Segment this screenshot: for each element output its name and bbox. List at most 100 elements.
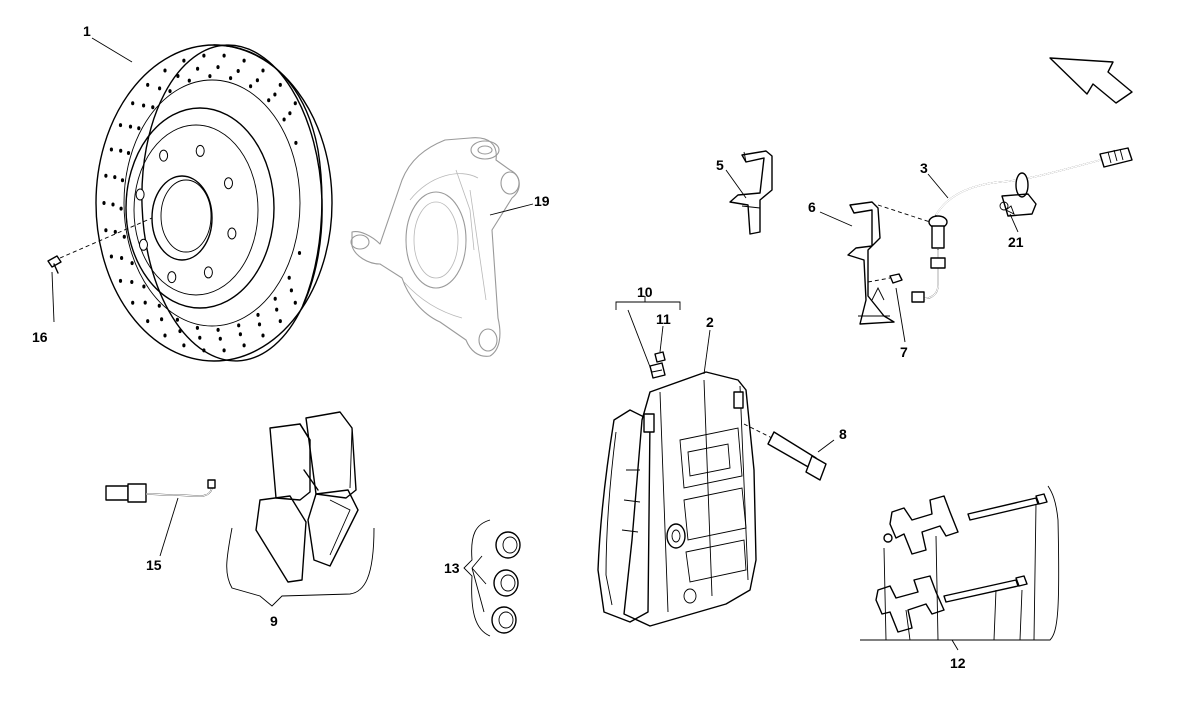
drill-hole	[163, 333, 167, 338]
drill-hole	[256, 312, 260, 317]
drill-hole	[118, 278, 123, 283]
drill-hole	[160, 317, 164, 322]
disc-drill-holes	[102, 53, 302, 353]
drill-hole	[287, 275, 291, 280]
drill-hole	[275, 307, 279, 312]
callout-3: 3	[920, 160, 928, 176]
drill-hole	[222, 348, 226, 353]
drill-hole	[163, 68, 167, 73]
callout-21: 21	[1008, 234, 1024, 250]
drill-hole	[182, 58, 186, 63]
drill-hole	[288, 111, 292, 116]
callout-1: 1	[83, 23, 91, 39]
drill-hole	[146, 319, 150, 324]
drill-hole	[118, 123, 123, 128]
drill-hole	[242, 58, 246, 63]
drill-hole	[237, 323, 241, 328]
drill-hole	[293, 300, 297, 305]
bracket-large	[847, 201, 895, 325]
drill-hole	[236, 69, 240, 73]
drill-hole	[120, 178, 125, 183]
brake-disc	[95, 44, 333, 362]
drill-hole	[130, 261, 134, 266]
hose-bolt	[867, 273, 903, 284]
drill-hole	[151, 105, 155, 110]
drill-hole	[130, 280, 134, 284]
drill-hole	[168, 89, 172, 94]
callout-15: 15	[146, 557, 162, 573]
hub-bolt-hole	[224, 177, 233, 190]
drill-hole	[278, 319, 282, 324]
drill-hole	[113, 229, 117, 234]
drill-hole	[109, 254, 113, 259]
hub-bolt-hole	[167, 271, 177, 284]
drill-hole	[289, 288, 293, 293]
pad-springs-pins	[875, 493, 1048, 633]
callout-12: 12	[950, 655, 966, 671]
arrow-icon	[1049, 57, 1133, 104]
drill-hole	[126, 151, 131, 155]
drill-hole	[294, 140, 298, 145]
drill-hole	[208, 74, 212, 79]
callout-11: 11	[656, 311, 671, 327]
drill-hole	[202, 53, 206, 58]
drill-hole	[216, 65, 220, 70]
caliper-bolt	[743, 423, 827, 481]
bleed-screw	[649, 351, 666, 379]
hub-bolt-hole	[195, 144, 205, 157]
pad-wear-sensor	[105, 479, 216, 503]
drill-hole	[111, 202, 115, 207]
drill-hole	[202, 348, 206, 353]
drill-hole	[131, 101, 135, 106]
callout-5: 5	[716, 157, 724, 173]
drill-hole	[187, 78, 191, 83]
callout-2: 2	[706, 314, 714, 330]
drill-hole	[119, 148, 123, 153]
drill-hole	[261, 68, 265, 73]
drill-hole	[142, 284, 146, 289]
drill-hole	[104, 173, 108, 178]
hub-bolt-holes	[135, 144, 237, 284]
drill-hole	[122, 234, 126, 239]
drill-hole	[109, 147, 113, 152]
drill-hole	[176, 74, 180, 78]
hub-bolt-hole	[227, 227, 237, 240]
drill-hole	[146, 82, 150, 87]
drill-hole	[222, 53, 226, 58]
hub-carrier	[350, 137, 520, 357]
drill-hole	[229, 76, 233, 81]
drill-hole	[278, 82, 282, 87]
drill-hole	[238, 332, 242, 337]
brake-caliper	[597, 371, 757, 627]
drill-hole	[255, 78, 259, 83]
drill-hole	[297, 251, 302, 255]
hub-bolt-hole	[203, 266, 213, 279]
brake-hose	[911, 147, 1133, 303]
drill-hole	[293, 101, 297, 106]
drill-hole	[131, 300, 135, 305]
brake-pads	[255, 411, 359, 583]
callout-9: 9	[270, 613, 278, 629]
seal-rings	[491, 531, 521, 634]
drill-hole	[249, 84, 253, 89]
drill-hole	[218, 336, 222, 341]
callout-8: 8	[839, 426, 847, 442]
hub-bolt-hole	[135, 188, 145, 201]
leader-lines	[51, 37, 1060, 651]
drill-hole	[158, 86, 162, 91]
hub-bolt-hole	[159, 149, 169, 162]
drill-hole	[175, 317, 179, 322]
drill-hole	[157, 303, 161, 308]
hub-bolt-hole	[139, 238, 148, 251]
callout-labels: 1 2 3 5 6 7 8 9 10 11 12 13 15 16 19 21	[32, 23, 1024, 671]
drill-hole	[216, 327, 220, 332]
drill-hole	[113, 175, 117, 180]
bracket-small	[729, 150, 773, 235]
callout-16: 16	[32, 329, 48, 345]
drill-hole	[273, 92, 277, 97]
hose-clip	[1005, 205, 1015, 215]
drill-hole	[196, 66, 200, 71]
drill-hole	[195, 325, 199, 330]
drill-hole	[119, 206, 123, 211]
